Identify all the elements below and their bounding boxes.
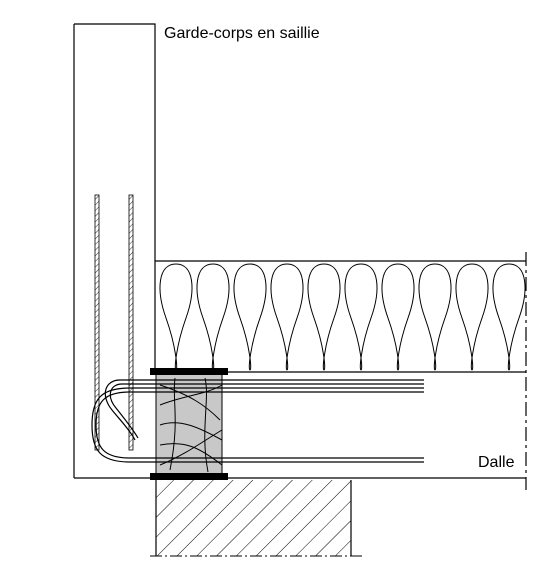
insulation-bulb: [270, 263, 304, 371]
loop-rebars: [91, 379, 424, 463]
insulation-bulb: [455, 263, 489, 371]
insulation-bulb: [196, 263, 230, 371]
supporting-wall: [150, 480, 365, 557]
insulation-bulb: [159, 263, 193, 371]
guardrail-outline: [74, 23, 156, 479]
insulation-bulb: [530, 264, 555, 370]
insulation-bulb: [307, 263, 341, 371]
label-guardrail: Garde-corps en saillie: [164, 25, 320, 42]
label-slab: Dalle: [478, 454, 515, 471]
insulation-layer: [159, 263, 555, 371]
insulation-bulb: [418, 263, 452, 371]
thermal-break-unit: [150, 368, 228, 480]
insulation-bulb: [233, 263, 267, 371]
insulation-bulb: [492, 263, 526, 371]
insulation-bulb: [381, 263, 415, 371]
insulation-bulb: [344, 263, 378, 371]
